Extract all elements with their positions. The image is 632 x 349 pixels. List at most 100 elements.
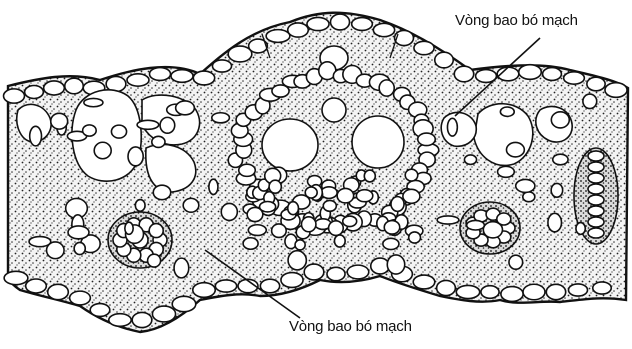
bundle-sheath-cell: [239, 164, 256, 176]
phloem-cell: [323, 200, 336, 211]
mesophyll-cell: [548, 213, 562, 231]
phloem-cell: [383, 238, 399, 249]
epidermis-cell: [109, 314, 131, 327]
epidermis-cell: [347, 265, 369, 279]
phloem-cell: [329, 221, 344, 236]
epidermis-cell: [437, 280, 456, 295]
mesophyll-cell: [74, 242, 85, 254]
epidermis-cell: [26, 279, 47, 293]
mesophyll-cell: [51, 113, 68, 129]
epidermis-cell: [193, 283, 215, 298]
phloem-cell: [334, 235, 345, 247]
mesophyll-cell: [137, 120, 159, 129]
mesophyll-cell: [83, 125, 97, 136]
xylem-cell: [588, 195, 604, 205]
mesophyll-cell: [153, 185, 170, 200]
phloem-cell: [243, 238, 258, 249]
epidermis-cell: [454, 66, 473, 82]
epidermis-cell: [587, 77, 605, 91]
epidermis-cell: [327, 267, 345, 280]
phloem-cell: [301, 217, 315, 232]
mesophyll-cell: [553, 154, 568, 165]
mesophyll-cell: [176, 101, 195, 115]
mesophyll-cell: [125, 222, 133, 234]
xylem-cell: [588, 184, 604, 194]
top-label: Vòng bao bó mạch: [455, 12, 578, 29]
mesophyll-cell: [148, 254, 161, 267]
xylem-vessel: [262, 119, 318, 171]
mesophyll-cell: [500, 107, 514, 116]
mesophyll-cell: [437, 216, 459, 224]
epidermis-cell: [4, 89, 25, 103]
parenchyma-cell: [441, 112, 476, 146]
epidermis-cell: [413, 275, 435, 289]
epidermis-cell: [523, 284, 545, 299]
mesophyll-cell: [583, 94, 597, 109]
epidermis-cell: [330, 14, 349, 30]
epidermis-cell: [304, 264, 324, 280]
epidermis-cell: [90, 304, 110, 317]
xylem-cell: [588, 206, 604, 216]
mesophyll-cell: [387, 255, 404, 274]
xylem-cell: [588, 217, 604, 227]
xylem-cell: [588, 151, 604, 161]
mesophyll-cell: [152, 136, 165, 147]
epidermis-cell: [481, 286, 499, 299]
epidermis-cell: [266, 30, 290, 43]
phloem-cell: [364, 170, 375, 182]
epidermis-cell: [212, 60, 231, 72]
mesophyll-cell: [576, 223, 585, 235]
mesophyll-cell: [212, 113, 230, 123]
phloem-cell: [248, 225, 266, 236]
epidermis-cell: [546, 284, 565, 299]
phloem-cell: [409, 232, 421, 243]
epidermis-cell: [373, 23, 394, 36]
phloem-cell: [295, 240, 305, 250]
mesophyll-cell: [183, 198, 199, 212]
phloem-cell: [384, 221, 399, 235]
epidermis-cell: [228, 46, 252, 62]
phloem-cell: [269, 180, 281, 193]
mesophyll-cell: [467, 220, 485, 230]
epidermis-cell: [593, 282, 611, 294]
epidermis-cell: [152, 306, 175, 322]
epidermis-cell: [371, 258, 390, 274]
mesophyll-cell: [509, 255, 523, 269]
xylem-cell: [588, 162, 604, 172]
xylem-cell: [588, 228, 604, 238]
xylem-vessel: [352, 116, 404, 168]
phloem-cell: [272, 224, 287, 238]
mesophyll-cell: [30, 126, 42, 146]
epidermis-cell: [25, 86, 44, 99]
mesophyll-cell: [551, 183, 562, 197]
mesophyll-cell: [111, 125, 126, 138]
mesophyll-cell: [506, 142, 524, 156]
bottom-label: Vòng bao bó mạch: [289, 318, 412, 335]
phloem-cell: [343, 216, 357, 227]
epidermis-cell: [132, 312, 152, 327]
xylem-cell: [588, 173, 604, 183]
epidermis-cell: [568, 284, 587, 296]
mesophyll-cell: [135, 200, 145, 212]
epidermis-cell: [352, 18, 373, 31]
epidermis-cell: [215, 280, 236, 292]
epidermis-cell: [307, 17, 329, 30]
epidermis-cell: [172, 296, 196, 311]
epidermis-cell: [171, 70, 193, 83]
epidermis-cell: [414, 41, 434, 54]
phloem-cell: [391, 197, 404, 212]
epidermis-cell: [605, 83, 627, 98]
mesophyll-cell: [209, 179, 218, 194]
phloem-cell: [288, 202, 299, 215]
epidermis-cell: [48, 284, 69, 299]
epidermis-cell: [65, 78, 83, 94]
mesophyll-cell: [84, 98, 103, 106]
epidermis-cell: [564, 72, 585, 84]
mesophyll-cell: [523, 192, 535, 202]
epidermis-cell: [519, 65, 542, 80]
mesophyll-cell: [68, 226, 89, 239]
epidermis-cell: [70, 291, 91, 305]
phloem-cell: [403, 189, 420, 203]
bundle-sheath-cell: [379, 80, 394, 96]
